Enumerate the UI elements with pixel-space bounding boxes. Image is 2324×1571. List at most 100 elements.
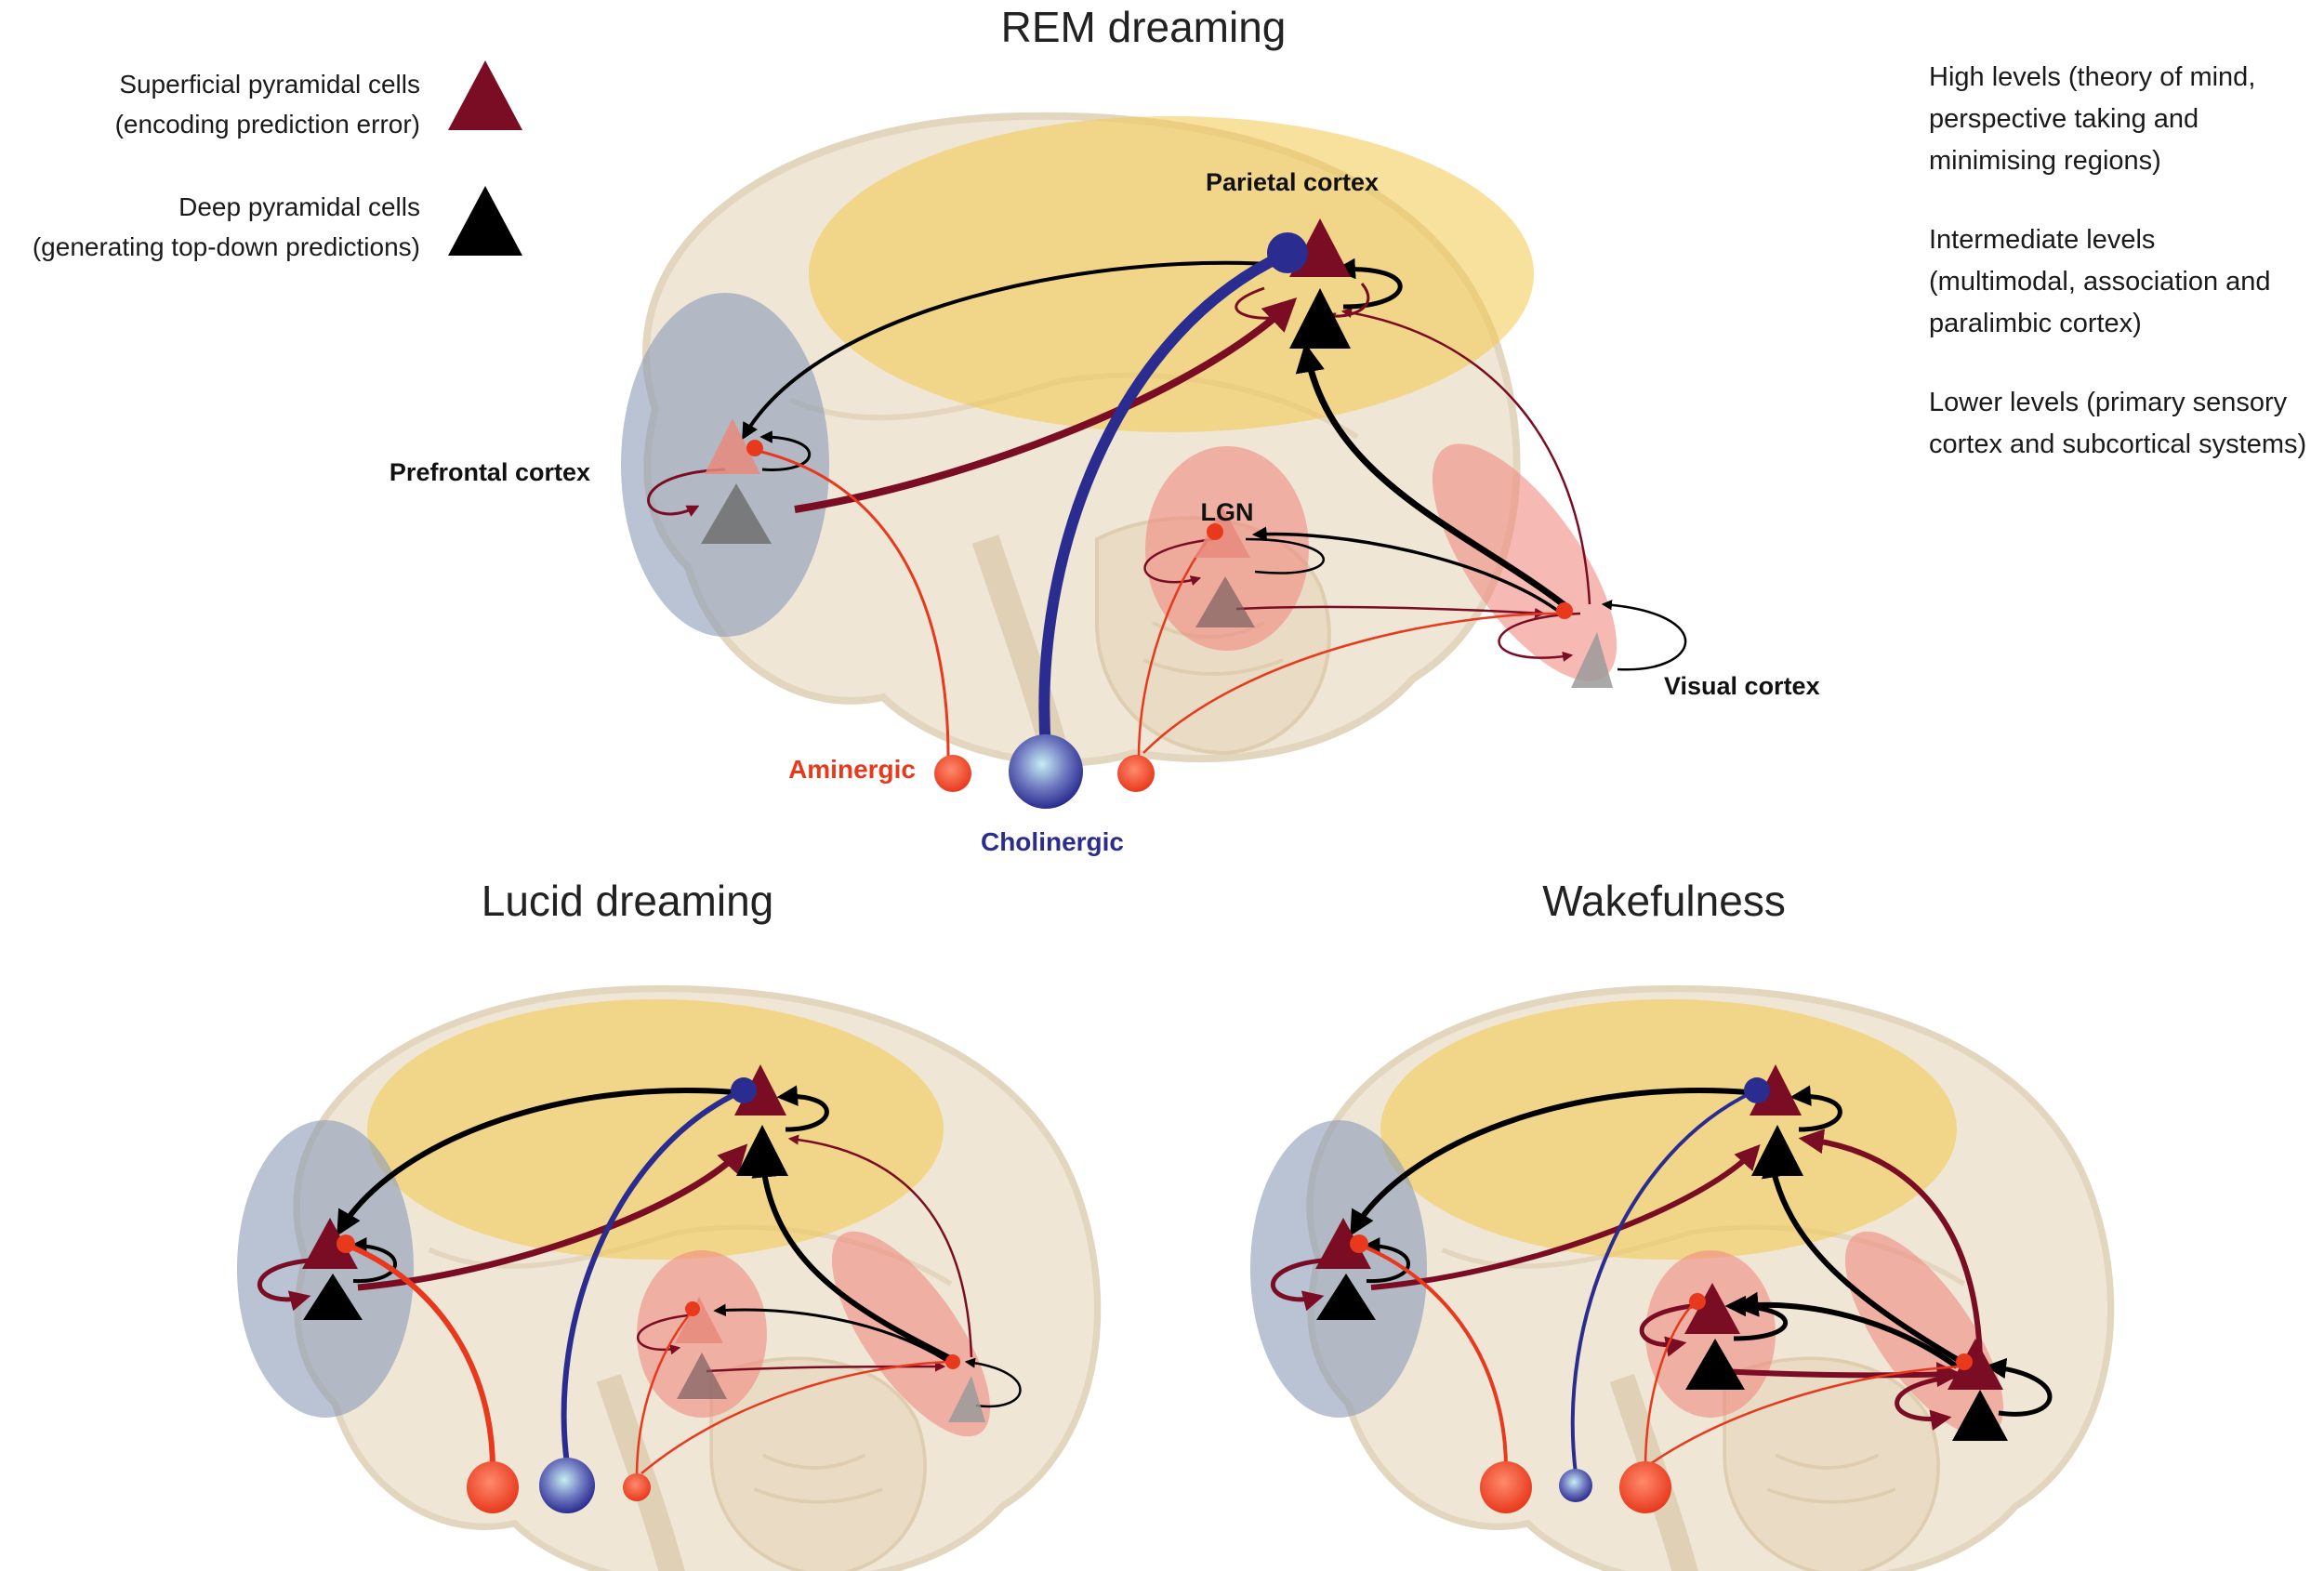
wake-aminergic-to-prefrontal-line — [1361, 1244, 1508, 1470]
lucid-prefrontal-deep-cell — [303, 1274, 363, 1320]
lucid-visual-to-parietal-arrow — [787, 1134, 973, 1358]
lucid-cholinergic-to-parietal-line — [561, 1089, 741, 1465]
parietal-deep-cell — [1289, 288, 1351, 349]
panel-wakefulness — [1250, 989, 2111, 1571]
aminergic-to-visual-line — [1142, 612, 1558, 754]
lucid-visual-to-lgn-arrow — [713, 1303, 949, 1364]
wake-prefrontal-deep-cell — [1316, 1274, 1376, 1320]
deep-cell-icon — [448, 186, 522, 256]
lucid-aminergic-to-prefrontal-line — [347, 1243, 495, 1470]
wake-prefrontal-red-loop — [1271, 1257, 1335, 1312]
cholinergic-nucleus — [1009, 734, 1083, 809]
lgn-black-loop — [1245, 537, 1325, 574]
visual-deep-cell — [1571, 632, 1613, 688]
lgn-deep-cell — [1195, 576, 1255, 627]
visual-region-rem — [1432, 443, 1618, 681]
wake-parietal-to-prefrontal-arrow — [1350, 1087, 1749, 1236]
title-rem-dreaming: REM dreaming — [1001, 3, 1287, 51]
visual-red-loop — [1498, 612, 1581, 662]
label-lgn: LGN — [1201, 498, 1254, 526]
high-level-region-rem — [809, 116, 1534, 432]
wake-prefrontal-to-parietal-arrow — [1370, 1144, 1761, 1290]
visual-to-parietal-arrow — [1340, 307, 1591, 605]
visual-to-lgn-arrow — [1251, 526, 1564, 615]
wake-cholinergic-terminal — [1744, 1077, 1770, 1103]
legend-superficial-line2: (encoding prediction error) — [115, 110, 420, 139]
hierarchy-levels: High levels (theory of mind, perspective… — [1929, 62, 2306, 459]
lucid-aminergic-to-lgn-line — [635, 1310, 693, 1479]
wake-visual-to-lgn-arrow — [1733, 1291, 1959, 1369]
wake-visual-to-parietal-arrow — [1798, 1129, 1983, 1358]
wake-visual-red-loop — [1895, 1373, 1962, 1431]
panel-lucid-dreaming — [237, 989, 1098, 1571]
label-aminergic: Aminergic — [788, 755, 916, 784]
wake-aminergic-terminal-visual — [1956, 1353, 1973, 1370]
aminergic-to-prefrontal-line — [757, 449, 950, 759]
legend-superficial-line1: Superficial pyramidal cells — [119, 70, 420, 99]
superficial-cell-icon — [448, 60, 522, 130]
level-intermediate-line3: paralimbic cortex) — [1929, 309, 2142, 338]
high-level-region-wake — [1380, 999, 1957, 1260]
title-lucid-dreaming: Lucid dreaming — [482, 877, 774, 925]
wake-lgn-superficial-cell — [1684, 1283, 1740, 1334]
prefrontal-to-parietal-arrow — [794, 297, 1298, 513]
wake-aminergic-to-visual-line — [1649, 1365, 1962, 1466]
label-cholinergic: Cholinergic — [981, 827, 1124, 856]
legend: Superficial pyramidal cells (encoding pr… — [33, 60, 522, 261]
cholinergic-terminal-parietal — [1267, 232, 1308, 273]
lucid-prefrontal-black-loop — [350, 1237, 397, 1284]
wake-aminergic-terminal-lgn — [1689, 1293, 1706, 1310]
parietal-to-prefrontal-arrow — [742, 260, 1286, 441]
legend-deep-line1: Deep pyramidal cells — [178, 192, 420, 221]
wake-parietal-superficial-cell — [1750, 1064, 1802, 1116]
level-lower-line1: Lower levels (primary sensory — [1929, 388, 2288, 417]
lucid-parietal-to-prefrontal-arrow — [337, 1087, 735, 1236]
wake-aminergic-nucleus-left — [1480, 1461, 1532, 1513]
lucid-cholinergic-terminal — [731, 1077, 757, 1103]
level-high-line2: perspective taking and — [1929, 104, 2199, 134]
label-parietal-cortex: Parietal cortex — [1206, 168, 1379, 196]
level-high-line1: High levels (theory of mind, — [1929, 62, 2255, 92]
lucid-visual-deep-cell — [948, 1376, 985, 1422]
lucid-aminergic-to-visual-line — [640, 1360, 949, 1474]
lucid-parietal-visual-arrow — [751, 1152, 959, 1365]
wake-aminergic-terminal-prefrontal — [1350, 1234, 1368, 1253]
lucid-aminergic-nucleus-left — [467, 1461, 519, 1513]
wake-visual-deep-cell — [1952, 1390, 2008, 1441]
visual-black-loop — [1601, 600, 1687, 671]
prefrontal-deep-cell — [701, 483, 772, 544]
aminergic-terminal-visual — [1556, 602, 1573, 619]
wake-aminergic-to-lgn-line — [1644, 1300, 1697, 1470]
wake-cholinergic-nucleus — [1559, 1469, 1592, 1502]
wake-parietal-deep-cell — [1751, 1125, 1803, 1176]
lucid-lgn-deep-cell — [677, 1353, 727, 1399]
lgn-red-loop — [1143, 537, 1214, 586]
cholinergic-to-parietal-line — [1038, 250, 1286, 749]
title-wakefulness: Wakefulness — [1542, 877, 1786, 925]
lucid-prefrontal-red-loop — [257, 1257, 322, 1312]
wake-cholinergic-to-parietal-line — [1570, 1090, 1753, 1474]
wake-lgn-black-loop — [1724, 1295, 1789, 1341]
wake-lgn-to-visual-arrow — [1719, 1362, 1962, 1388]
lucid-visual-black-loop — [964, 1357, 1022, 1408]
lgn-to-visual-arrow — [1235, 605, 1546, 619]
parietal-visual-arrow — [1295, 342, 1572, 612]
wake-lgn-deep-cell — [1685, 1339, 1745, 1390]
lucid-parietal-deep-cell — [736, 1125, 788, 1176]
prefrontal-red-loop — [647, 468, 726, 517]
wake-aminergic-nucleus-right — [1619, 1461, 1671, 1513]
level-intermediate-line1: Intermediate levels — [1929, 225, 2155, 255]
lucid-prefrontal-superficial-cell — [302, 1218, 358, 1269]
lucid-aminergic-terminal-visual — [945, 1354, 960, 1369]
wake-prefrontal-superficial-cell — [1315, 1218, 1371, 1269]
wake-visual-superficial-cell — [1948, 1339, 2003, 1390]
level-intermediate-line2: (multimodal, association and — [1929, 267, 2271, 297]
visual-region-lucid — [831, 1231, 991, 1437]
wake-prefrontal-black-loop — [1363, 1237, 1410, 1284]
legend-deep-line2: (generating top-down predictions) — [33, 232, 420, 261]
high-level-region-lucid — [367, 999, 944, 1260]
aminergic-terminal-lgn — [1207, 523, 1223, 540]
wake-parietal-self-loop — [1789, 1085, 1842, 1132]
label-prefrontal-cortex: Prefrontal cortex — [390, 458, 590, 486]
